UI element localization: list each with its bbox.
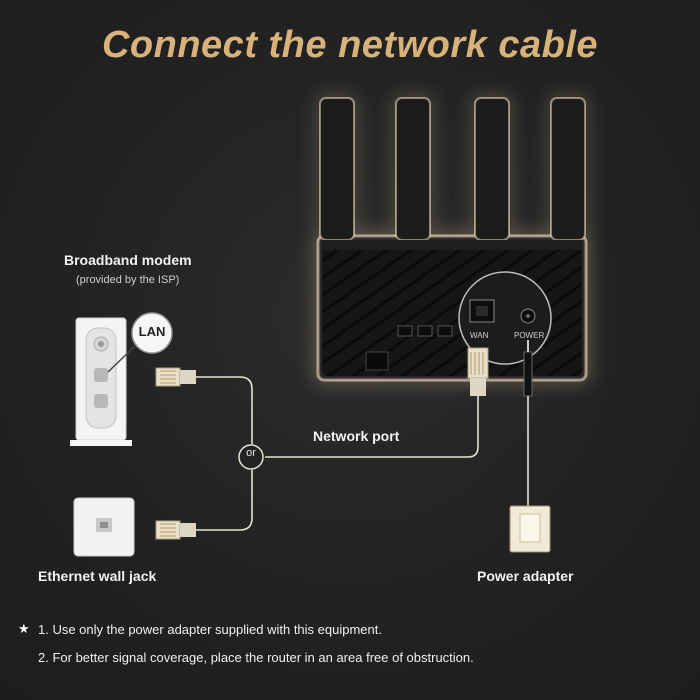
cables [196,376,529,531]
lan-callout [107,312,173,373]
star-icon: ★ [18,621,30,636]
note-line-2: 2. For better signal coverage, place the… [38,650,474,665]
page-title: Connect the network cable [101,24,599,66]
broadband-modem [70,317,132,446]
network-port-label: Network port [313,428,400,444]
ethernet-plug-wan [467,347,489,396]
ethernet-plug-wall-jack [155,520,196,540]
wall-jack-label: Ethernet wall jack [38,568,157,584]
power-adapter-label: Power adapter [477,568,574,584]
junction-circle [238,444,264,470]
cable-modem [196,376,253,444]
power-adapter [509,505,551,553]
note-line-1: 1. Use only the power adapter supplied w… [38,622,382,637]
modem-sublabel: (provided by the ISP) [76,274,180,286]
wan-port-label: WAN [470,331,489,340]
junction-label: or [246,447,256,459]
router-lan-ports [397,325,453,337]
cable-wall-jack [196,470,253,531]
ethernet-wall-jack [73,497,135,557]
cable-network-port [265,396,479,458]
router [316,97,588,382]
power-port-label: POWER [514,331,545,340]
reset-port [365,351,389,371]
lan-label: LAN [138,324,166,339]
ethernet-plug-modem [155,367,196,387]
modem-label: Broadband modem [64,252,192,268]
